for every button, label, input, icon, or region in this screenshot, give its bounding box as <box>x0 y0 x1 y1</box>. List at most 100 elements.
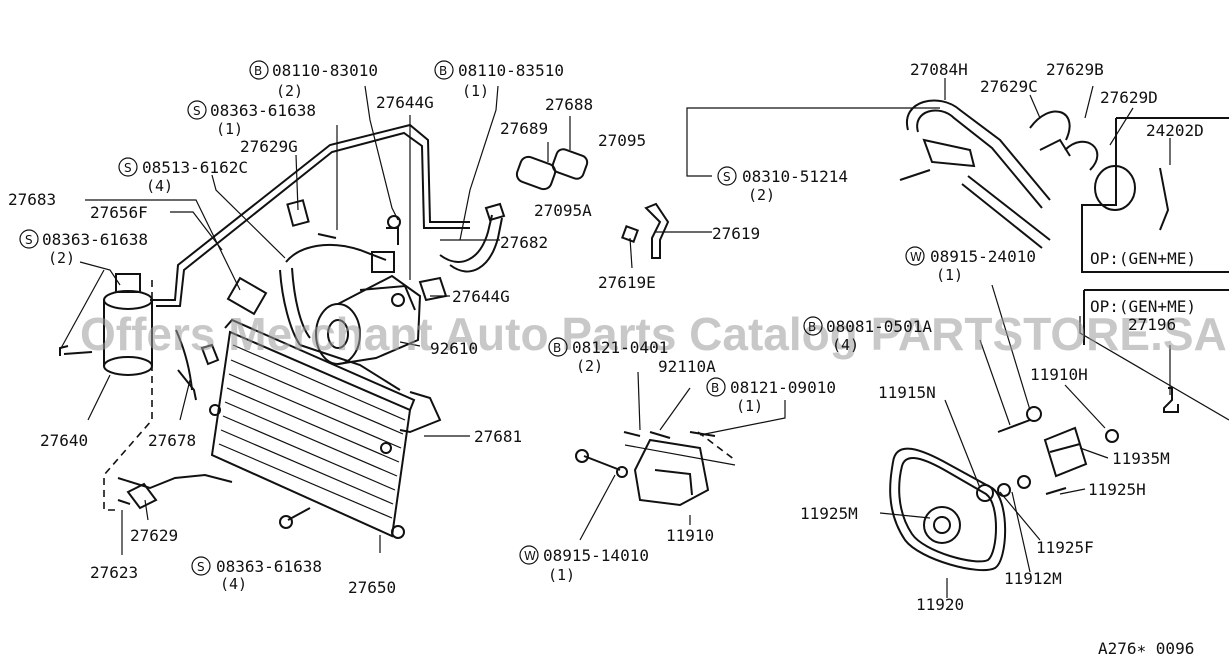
label-11915N[interactable]: 11915N <box>878 383 936 402</box>
label-08915-14010[interactable]: 08915-14010 <box>543 546 649 565</box>
bracket-11910 <box>575 431 716 507</box>
option-text-gen-me: OP:(GEN+ME) <box>1090 297 1196 316</box>
label-27681[interactable]: 27681 <box>474 427 522 446</box>
label-08121-09010[interactable]: 08121-09010 <box>730 378 836 397</box>
svg-text:B: B <box>808 320 816 334</box>
label-27650[interactable]: 27650 <box>348 578 396 597</box>
label-08110-83510[interactable]: 08110-83510 <box>458 61 564 80</box>
label-27644G[interactable]: 27644G <box>452 287 510 306</box>
ac-pipe-lines <box>117 123 503 490</box>
label-11920[interactable]: 11920 <box>916 595 964 614</box>
prefix-b-icon: B <box>803 316 823 336</box>
qty-08110-83010: (2) <box>276 82 303 100</box>
compressor-92610 <box>315 251 422 365</box>
svg-text:S: S <box>193 104 201 118</box>
svg-text:W: W <box>524 549 536 563</box>
prefix-s-icon: S <box>187 100 207 120</box>
svg-text:S: S <box>124 161 132 175</box>
dashed-connections <box>103 280 736 511</box>
label-27629[interactable]: 27629 <box>130 526 178 545</box>
label-08915-24010[interactable]: 08915-24010 <box>930 247 1036 266</box>
label-27196[interactable]: 27196 <box>1128 315 1176 334</box>
hose-27619 <box>621 202 670 259</box>
idler-bracket-11935M <box>997 406 1119 495</box>
svg-text:S: S <box>723 170 731 184</box>
label-27683[interactable]: 27683 <box>8 190 56 209</box>
label-27095[interactable]: 27095 <box>598 131 646 150</box>
label-27688[interactable]: 27688 <box>545 95 593 114</box>
label-27095A[interactable]: 27095A <box>534 201 592 220</box>
prefix-b-icon: B <box>249 60 269 80</box>
qty-08915-24010: (1) <box>936 266 963 284</box>
label-11925M[interactable]: 11925M <box>800 504 858 523</box>
svg-text:S: S <box>197 560 205 574</box>
label-27629D[interactable]: 27629D <box>1100 88 1158 107</box>
label-27682[interactable]: 27682 <box>500 233 548 252</box>
prefix-b-icon: B <box>706 377 726 397</box>
leader-lines <box>59 78 1229 598</box>
svg-text:B: B <box>711 381 719 395</box>
label-11925F[interactable]: 11925F <box>1036 538 1094 557</box>
qty-08110-83510: (1) <box>462 82 489 100</box>
label-08110-83010[interactable]: 08110-83010 <box>272 61 378 80</box>
svg-text:B: B <box>439 64 447 78</box>
label-27629G[interactable]: 27629G <box>240 137 298 156</box>
option-text-gen-me: OP:(GEN+ME) <box>1090 249 1196 268</box>
label-27656F[interactable]: 27656F <box>90 203 148 222</box>
label-11910H[interactable]: 11910H <box>1030 365 1088 384</box>
prefix-s-icon: S <box>118 157 138 177</box>
label-92110A[interactable]: 92110A <box>658 357 716 376</box>
label-27619[interactable]: 27619 <box>712 224 760 243</box>
prefix-w-icon: W <box>905 246 925 266</box>
receiver-drier-27640 <box>59 273 153 376</box>
label-11910[interactable]: 11910 <box>666 526 714 545</box>
prefix-s-icon: S <box>19 229 39 249</box>
watermark: Offers Merchant Auto Parts Catalog PARTS… <box>80 308 1227 360</box>
label-27678[interactable]: 27678 <box>148 431 196 450</box>
label-27623[interactable]: 27623 <box>90 563 138 582</box>
label-08121-0401[interactable]: 08121-0401 <box>572 338 668 357</box>
prefix-b-icon: B <box>548 337 568 357</box>
option-box-27196 <box>1083 289 1229 413</box>
label-08513-6162C[interactable]: 08513-6162C <box>142 158 248 177</box>
label-27689[interactable]: 27689 <box>500 119 548 138</box>
label-27629B[interactable]: 27629B <box>1046 60 1104 79</box>
small-parts-left <box>117 148 589 529</box>
svg-text:W: W <box>910 250 922 264</box>
label-24202D[interactable]: 24202D <box>1146 121 1204 140</box>
option-box-24202D <box>1081 117 1229 273</box>
label-92610[interactable]: 92610 <box>430 339 478 358</box>
belt-11920 <box>889 447 1031 572</box>
prefix-circles: B B S S S S S B B W W B <box>19 60 925 576</box>
prefix-b-icon: B <box>434 60 454 80</box>
label-08081-0501A[interactable]: 08081-0501A <box>826 317 932 336</box>
label-27629C[interactable]: 27629C <box>980 77 1038 96</box>
label-08363-61638[interactable]: 08363-61638 <box>210 101 316 120</box>
condenser-27650 <box>209 318 416 539</box>
label-27644G[interactable]: 27644G <box>376 93 434 112</box>
label-08363-61638[interactable]: 08363-61638 <box>216 557 322 576</box>
label-27084H[interactable]: 27084H <box>910 60 968 79</box>
label-11935M[interactable]: 11935M <box>1112 449 1170 468</box>
qty-08121-0401: (2) <box>576 357 603 375</box>
qty-08121-09010: (1) <box>736 397 763 415</box>
label-08310-51214[interactable]: 08310-51214 <box>742 167 848 186</box>
label-27640[interactable]: 27640 <box>40 431 88 450</box>
svg-text:S: S <box>25 233 33 247</box>
label-27619E[interactable]: 27619E <box>598 273 656 292</box>
part-labels: 08110-83010 (2) 08110-83510 (1) 08363-61… <box>8 60 1204 658</box>
qty-08363-61638: (1) <box>216 120 243 138</box>
prefix-s-icon: S <box>191 556 211 576</box>
svg-text:B: B <box>553 341 561 355</box>
label-11912M[interactable]: 11912M <box>1004 569 1062 588</box>
label-11925H[interactable]: 11925H <box>1088 480 1146 499</box>
prefix-w-icon: W <box>519 545 539 565</box>
qty-08363-61638: (4) <box>220 575 247 593</box>
prefix-s-icon: S <box>717 166 737 186</box>
clamps <box>1029 110 1170 231</box>
diagram-code: A276∗ 0096 <box>1098 639 1194 658</box>
qty-08081-0501A: (4) <box>832 336 859 354</box>
label-08363-61638[interactable]: 08363-61638 <box>42 230 148 249</box>
qty-08363-61638: (2) <box>48 249 75 267</box>
